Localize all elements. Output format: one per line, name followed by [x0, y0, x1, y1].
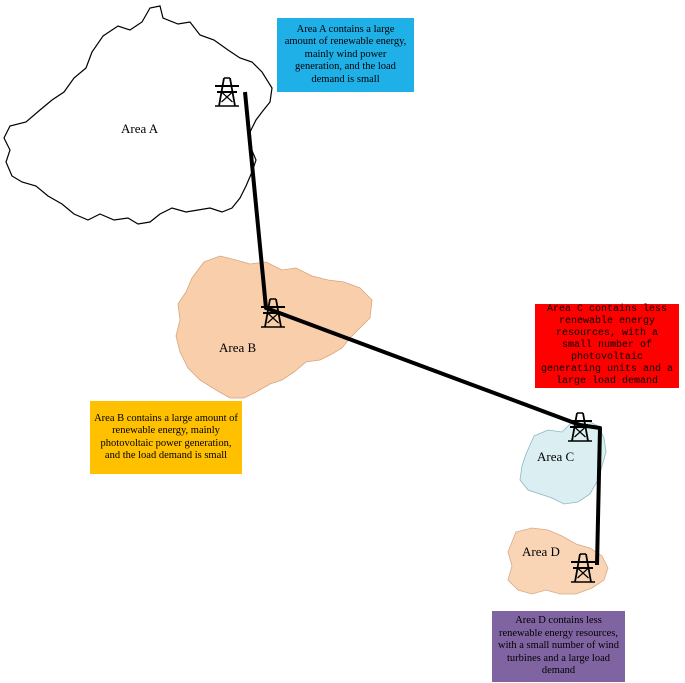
area-a-region [3, 5, 273, 225]
area-d-region [507, 527, 609, 595]
area-b-label: Area B [219, 340, 257, 355]
area-b-callout-text: Area B contains a large amount of renewa… [94, 412, 238, 462]
area-d-callout-text: Area D contains less renewable energy re… [497, 615, 620, 677]
area-c-label: Area C [537, 449, 574, 464]
transmission-line [243, 91, 602, 566]
area-c-callout-text: Area C contains less renewable energy re… [540, 304, 674, 387]
area-a-callout-text: Area A contains a large amount of renewa… [284, 23, 407, 85]
area-d-callout: Area D contains less renewable energy re… [492, 611, 625, 682]
area-a-callout: Area A contains a large amount of renewa… [277, 18, 414, 92]
area-a-label: Area A [121, 121, 159, 136]
area-c-callout: Area C contains less renewable energy re… [535, 304, 679, 388]
area-b-callout: Area B contains a large amount of renewa… [90, 401, 242, 474]
area-d-label: Area D [522, 544, 560, 559]
